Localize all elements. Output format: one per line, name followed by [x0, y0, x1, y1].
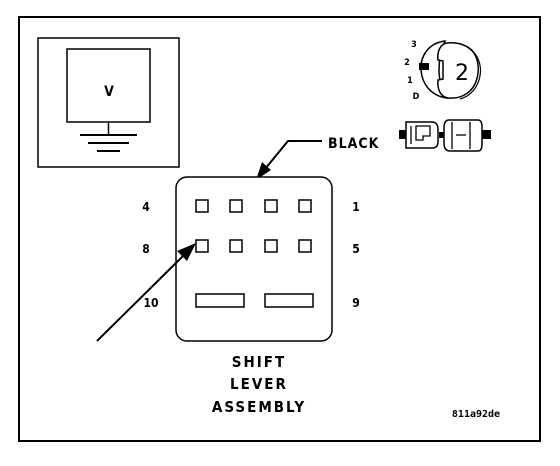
cavity-10: [195, 293, 245, 308]
connector-left-latch: [415, 125, 431, 141]
cavity-1: [298, 199, 312, 213]
cavity-2: [264, 199, 278, 213]
figure-id: 811a92de: [452, 409, 500, 420]
pin-label-4: 4: [142, 200, 150, 214]
pin-label-10: 10: [143, 296, 158, 310]
component-name-line-2: LEVER: [230, 375, 288, 393]
selector-position-D: D: [413, 92, 420, 102]
color-callout-leader: [264, 140, 322, 170]
cavity-7: [229, 239, 243, 253]
cavity-5: [298, 239, 312, 253]
cavity-8: [195, 239, 209, 253]
selector-position-selected: 2: [455, 61, 469, 86]
voltmeter-body: [66, 48, 151, 123]
probe-arrow-head: [177, 243, 196, 261]
cavity-4: [195, 199, 209, 213]
connector-left-lead: [399, 130, 407, 139]
cavity-3: [229, 199, 243, 213]
figure-border: [18, 16, 541, 442]
gear-selector-icon: 3 2 1 D 2: [404, 40, 482, 102]
selector-position-2: 2: [404, 58, 410, 68]
probe-arrow-shaft: [96, 255, 184, 342]
pin-label-9: 9: [352, 296, 360, 310]
selector-position-3: 3: [411, 40, 417, 50]
component-name-line-3: ASSEMBLY: [212, 398, 306, 416]
cavity-6: [264, 239, 278, 253]
color-callout-arrowhead: [256, 162, 271, 180]
connector-gap: [439, 132, 447, 138]
connector-color-label: BLACK: [328, 136, 380, 152]
pin-label-1: 1: [352, 200, 360, 214]
pin-label-5: 5: [352, 242, 360, 256]
connector-pair-icon: [399, 119, 491, 152]
knob-front-edge: [459, 46, 482, 100]
cavity-9: [264, 293, 314, 308]
voltmeter-symbol: V: [37, 37, 180, 168]
voltmeter-label: V: [104, 84, 114, 100]
selector-position-1: 1: [407, 76, 413, 86]
voltmeter-frame: [37, 37, 180, 168]
pin-label-8: 8: [142, 242, 150, 256]
connector-right-lead: [482, 130, 491, 139]
knob-pointer: [419, 63, 429, 70]
component-name-line-1: SHIFT: [232, 353, 286, 371]
